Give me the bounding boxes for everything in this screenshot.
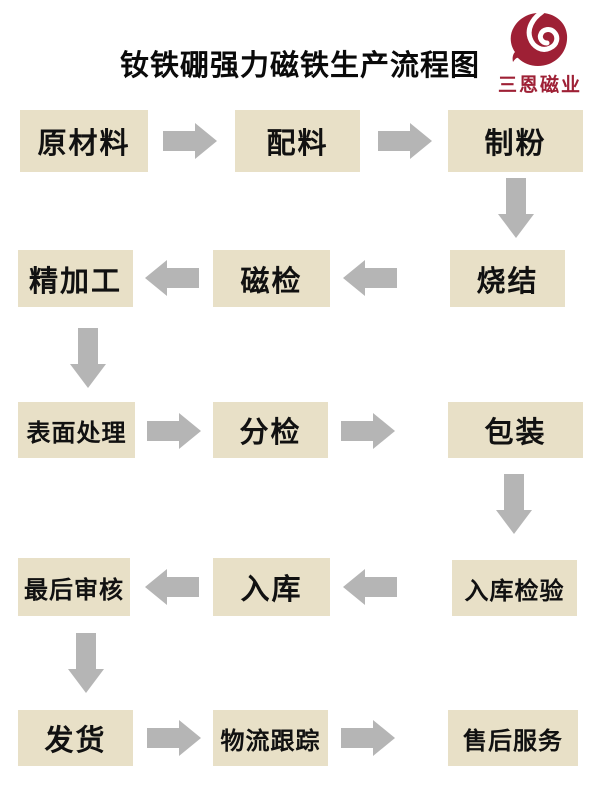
- flow-node-label: 烧结: [476, 265, 539, 298]
- flow-node-packaging: 包装: [448, 402, 583, 458]
- flow-node-magnetic-inspection: 磁检: [213, 250, 330, 307]
- flow-node-label: 原材料: [37, 128, 131, 160]
- arrow-down-icon: [498, 178, 534, 238]
- arrow-left-icon: [145, 569, 199, 605]
- flow-node-label: 入库: [240, 574, 303, 606]
- arrow-right-icon: [341, 720, 395, 756]
- arrow-right-icon: [378, 123, 432, 159]
- flow-node-sorting-inspection: 分检: [213, 402, 328, 458]
- flow-node-after-sales-service: 售后服务: [448, 710, 578, 766]
- arrow-right-icon: [341, 413, 395, 449]
- flow-node-raw-materials: 原材料: [20, 110, 148, 172]
- flow-node-surface-treatment: 表面处理: [18, 402, 135, 458]
- swirl-magnet-logo-icon: [510, 12, 568, 66]
- flow-node-label: 发货: [44, 725, 107, 757]
- flow-node-batching: 配料: [235, 110, 360, 172]
- flow-node-label: 售后服务: [463, 727, 563, 755]
- arrow-left-icon: [145, 260, 199, 296]
- flow-node-sintering: 烧结: [450, 250, 565, 307]
- flow-node-warehousing: 入库: [213, 558, 330, 616]
- arrow-right-icon: [147, 720, 201, 756]
- flow-node-logistics-tracking: 物流跟踪: [213, 710, 328, 766]
- flow-node-shipping: 发货: [18, 710, 133, 766]
- flow-node-powdering: 制粉: [448, 110, 583, 172]
- flow-node-precision-machining: 精加工: [18, 250, 133, 307]
- flow-node-label: 精加工: [28, 265, 122, 298]
- company-name: 三恩磁业: [497, 75, 582, 96]
- flow-node-final-review: 最后审核: [18, 558, 130, 616]
- arrow-right-icon: [147, 413, 201, 449]
- flow-node-label: 磁检: [240, 265, 303, 298]
- arrow-down-icon: [496, 474, 532, 534]
- flow-node-label: 最后审核: [24, 576, 124, 604]
- flow-node-label: 包装: [484, 417, 547, 449]
- flow-node-label: 制粉: [484, 128, 547, 160]
- flow-node-label: 物流跟踪: [220, 727, 321, 755]
- flow-node-label: 分检: [239, 417, 302, 449]
- arrow-right-icon: [163, 123, 217, 159]
- company-logo: 三恩磁业: [490, 12, 590, 97]
- flow-node-warehouse-inspection: 入库检验: [452, 560, 577, 616]
- flow-node-label: 配料: [266, 128, 329, 160]
- arrow-left-icon: [343, 260, 397, 296]
- arrow-down-icon: [70, 328, 106, 388]
- flow-node-label: 入库检验: [464, 577, 565, 605]
- arrow-down-icon: [68, 633, 104, 693]
- arrow-left-icon: [343, 569, 397, 605]
- page-title: 钕铁硼强力磁铁生产流程图: [119, 50, 480, 82]
- flow-node-label: 表面处理: [26, 419, 127, 447]
